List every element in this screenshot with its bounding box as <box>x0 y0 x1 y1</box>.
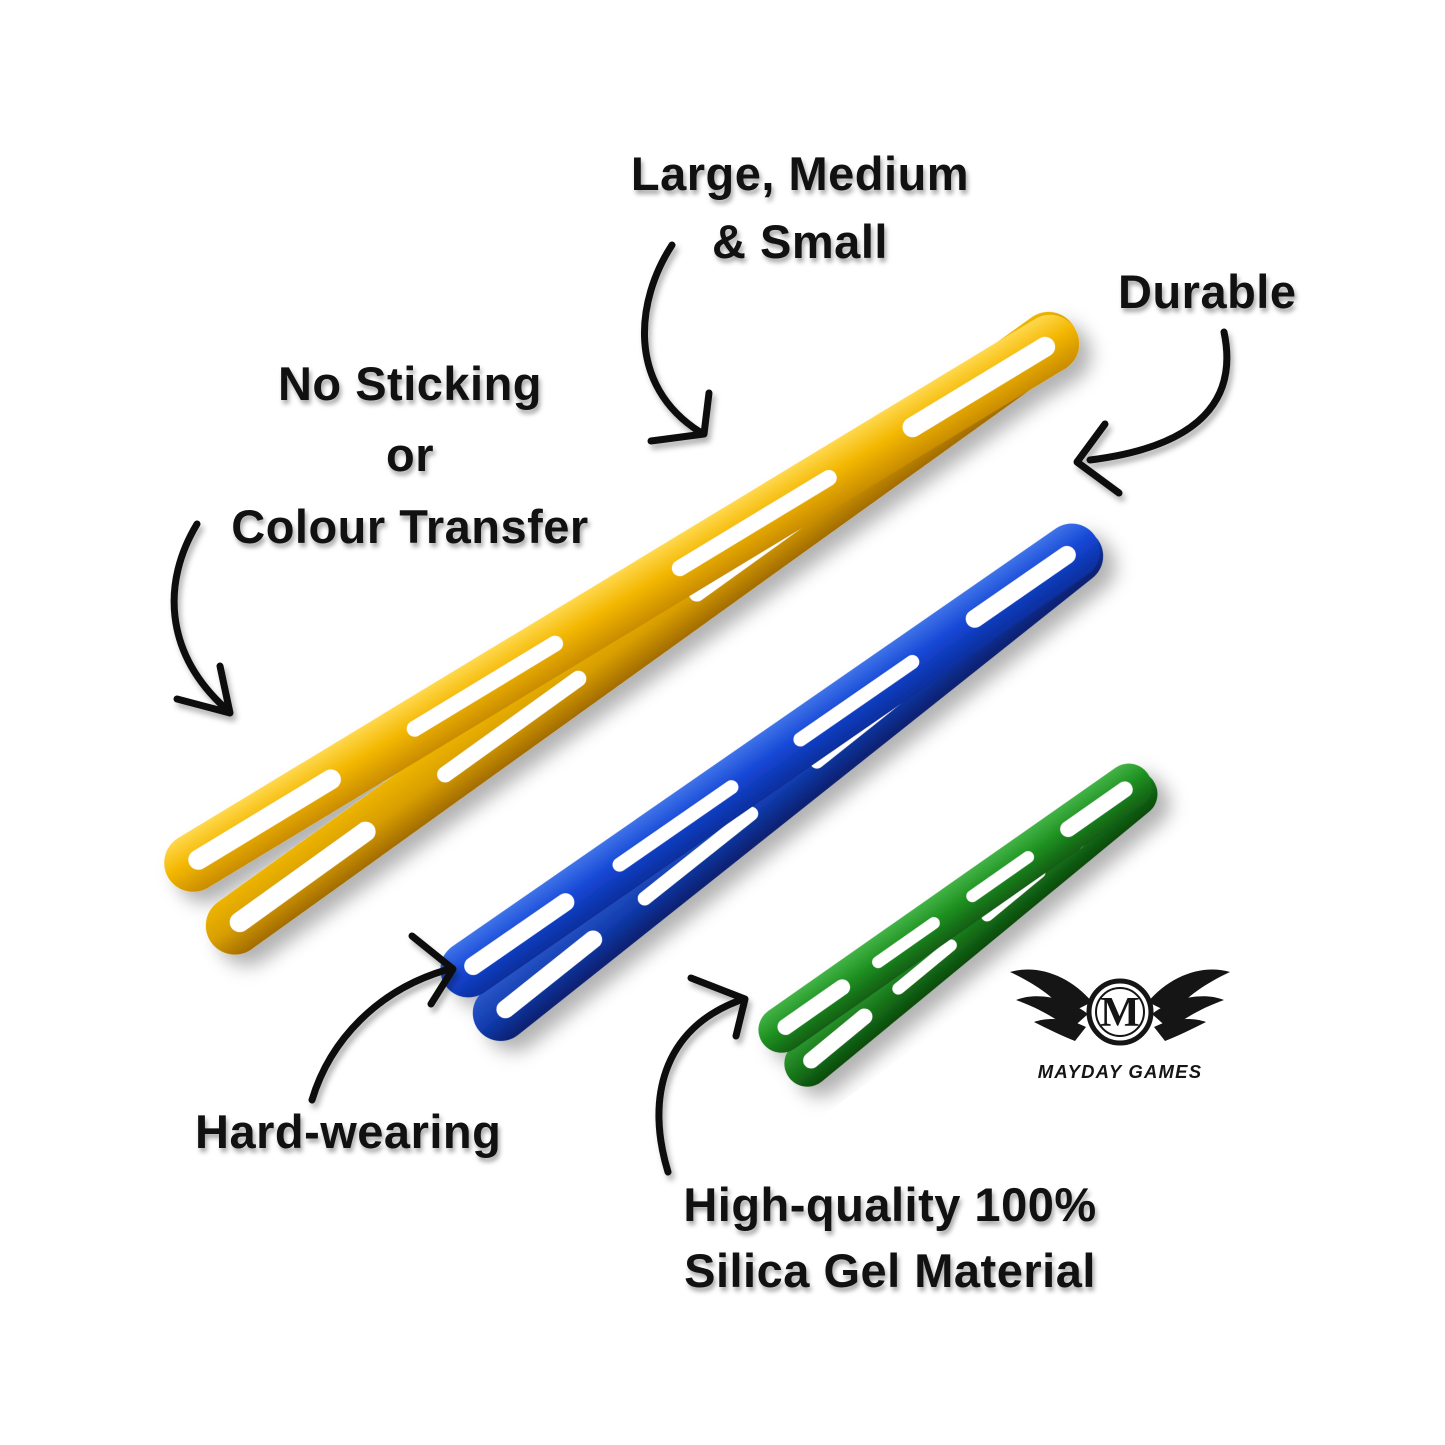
band-loop-hole <box>229 821 376 933</box>
logo-ring-outer <box>1086 978 1154 1046</box>
label-hard-wearing: Hard-wearing <box>195 1105 502 1158</box>
arrow-durable <box>1073 328 1231 497</box>
band-slot <box>793 655 920 747</box>
band-slot <box>671 469 837 577</box>
arrow-sizes <box>641 241 713 445</box>
logo-ring-inner <box>1095 987 1145 1037</box>
arrow-no-sticking <box>170 520 234 717</box>
band-slot <box>872 917 940 969</box>
label-durable: Durable <box>1118 265 1297 318</box>
band-medium-blue <box>440 523 1104 1041</box>
logo-monogram: M <box>1100 990 1140 1036</box>
band-slot <box>966 851 1035 903</box>
callout-arrows <box>170 241 1231 1176</box>
logo-right-wing-icon <box>1148 969 1230 1041</box>
band-loop-hole <box>464 893 575 975</box>
band-loop-hole <box>188 769 341 870</box>
band-loop-hole <box>965 545 1076 628</box>
band-loop-hole <box>777 979 851 1035</box>
label-no-sticking: No Sticking or Colour Transfer <box>231 357 589 553</box>
band-large-yellow <box>164 311 1080 955</box>
band-strap <box>758 763 1152 1053</box>
band-medium-blue-front-loop <box>440 523 1100 998</box>
band-loop-hole <box>496 930 603 1019</box>
logo-wordmark: MAYDAY GAMES <box>1038 1061 1202 1082</box>
logo-left-wing-icon <box>1010 969 1092 1041</box>
band-slot <box>637 806 759 906</box>
band-loop-hole <box>902 336 1056 438</box>
band-loop-hole <box>803 1008 873 1069</box>
band-strap <box>440 523 1100 998</box>
band-slot <box>612 780 739 872</box>
band-strap <box>164 314 1080 892</box>
arrow-material <box>655 974 749 1176</box>
band-slot <box>437 670 587 783</box>
band-large-yellow-front-loop <box>164 314 1080 892</box>
band-slot <box>892 939 957 995</box>
band-slot <box>406 635 563 737</box>
label-material: High-quality 100% Silica Gel Material <box>683 1178 1097 1297</box>
band-small-green-front-loop <box>758 763 1152 1053</box>
band-small-green <box>758 763 1158 1087</box>
arrow-hard-wearing <box>308 932 457 1104</box>
band-loop-hole <box>1060 781 1133 838</box>
label-sizes: Large, Medium & Small <box>630 147 970 269</box>
mayday-games-logo: M MAYDAY GAMES <box>1010 969 1230 1082</box>
